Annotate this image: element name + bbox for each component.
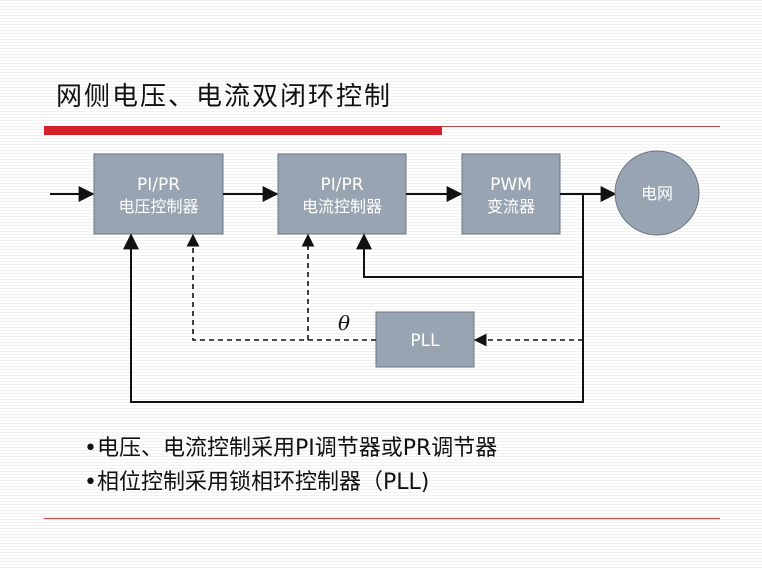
pwm-converter-type: PWM bbox=[490, 175, 532, 195]
voltage-controller-type: PI/PR bbox=[137, 175, 180, 195]
bullet-item-1: •电压、电流控制采用PI调节器或PR调节器 bbox=[84, 436, 498, 461]
theta-output-dashed bbox=[186, 233, 376, 341]
pll-block: PLL bbox=[375, 311, 475, 368]
theta-label: θ bbox=[338, 311, 350, 335]
voltage-controller-block: PI/PR 电压控制器 bbox=[93, 153, 224, 235]
pll-label: PLL bbox=[410, 331, 440, 351]
pwm-converter-label: 变流器 bbox=[487, 197, 535, 216]
footer-divider bbox=[44, 518, 720, 519]
bullet-list: •电压、电流控制采用PI调节器或PR调节器 •相位控制采用锁相环控制器（PLL) bbox=[84, 432, 497, 500]
current-controller-type: PI/PR bbox=[320, 175, 363, 195]
current-controller-label: 电流控制器 bbox=[302, 197, 382, 216]
bullet-item-2: •相位控制采用锁相环控制器（PLL) bbox=[84, 470, 430, 495]
voltage-controller-label: 电压控制器 bbox=[118, 197, 198, 216]
title-accent-bar bbox=[44, 126, 442, 135]
grid-label: 电网 bbox=[641, 184, 673, 203]
current-feedback-line bbox=[356, 194, 584, 278]
grid-node: 电网 bbox=[614, 150, 700, 236]
pwm-converter-block: PWM 变流器 bbox=[461, 153, 561, 235]
page-title: 网侧电压、电流双闭环控制 bbox=[56, 82, 393, 112]
current-controller-block: PI/PR 电流控制器 bbox=[277, 153, 407, 235]
voltage-feedback-line bbox=[123, 233, 584, 403]
